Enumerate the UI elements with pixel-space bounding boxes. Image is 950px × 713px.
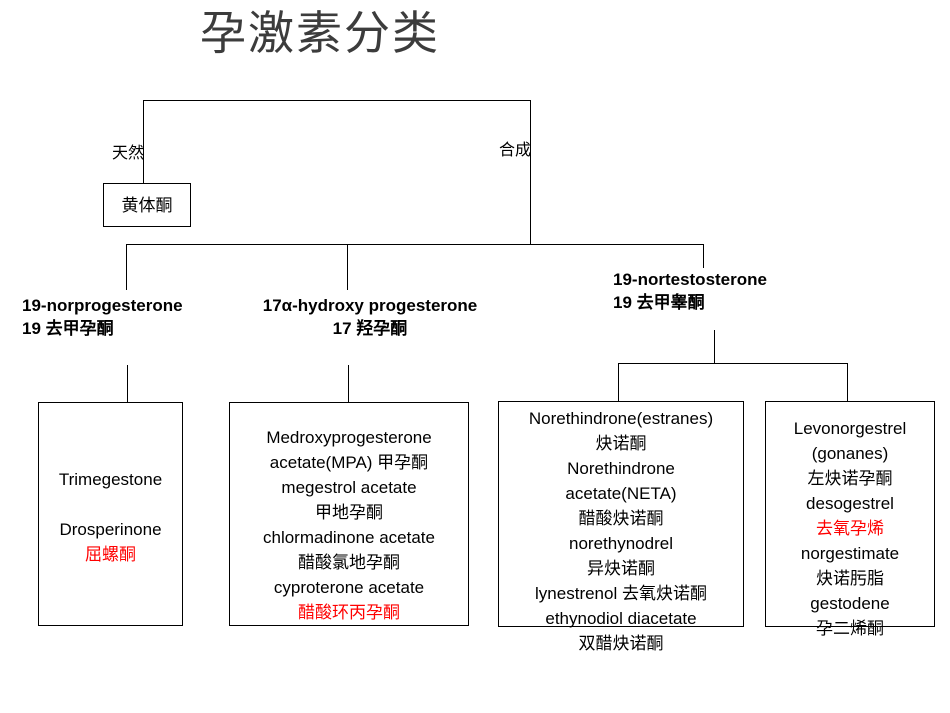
node-box-levonorgestrel-gonanes-drugs[interactable]: Levonorgestrel (gonanes) 左炔诺孕酮 desogestrel 去… [765,401,935,638]
category-label-19-nortestosterone-zh: 19 去甲睾酮 [613,293,705,312]
drug-line: acetate(MPA) 甲孕酮 [269,453,429,472]
drug-line: 去氧孕烯 [816,519,884,538]
drug-line: 双醋炔诺酮 [578,634,664,653]
connector-17a-hydroxy-vertical [347,244,348,290]
drug-line: 甲地孕酮 [315,503,383,522]
drug-line: 屈螺酮 [85,545,136,564]
drug-line: acetate(NETA) [565,484,677,503]
drug-line: norethynodrel [569,534,673,553]
drug-line: 醋酸炔诺酮 [578,509,664,528]
connector-synthetic-vertical [530,100,531,244]
drug-line: Levonorgestrel [793,419,907,438]
connector-nortestosterone-down-vertical [714,330,715,364]
category-label-17a-hydroxy-progesterone-en: 17α-hydroxy progesterone [262,296,478,315]
connector-norethindrone-vertical [618,363,619,401]
connector-nortestosterone-horizontal [618,363,848,364]
node-box-19-norprogesterone-drugs[interactable]: Trimegestone Drosperinone 屈螺酮 [38,402,183,626]
node-box-norethindrone-estranes-drugs[interactable]: Norethindrone(estranes) 炔诺酮 Norethindrone a… [498,401,744,653]
drug-line: Norethindrone [567,459,675,478]
node-box-17a-hydroxy-progesterone-drugs[interactable]: Medroxyprogesterone acetate(MPA) 甲孕酮 meges… [229,402,469,626]
category-label-17a-hydroxy-progesterone-zh: 17 羟孕酮 [332,319,408,338]
connector-natural-vertical [143,100,144,183]
category-label-17a-hydroxy-progesterone: 17α-hydroxy progesterone 17 羟孕酮 [232,294,508,340]
drug-line: 醋酸环丙孕酮 [298,603,400,622]
drug-line: desogestrel [806,494,894,513]
drug-line: chlormadinone acetate [262,528,435,547]
drug-line: Medroxyprogesterone [266,428,432,447]
drug-line: 异炔诺酮 [587,559,655,578]
connector-19-nortestosterone-vertical [703,244,704,268]
drug-line: 炔诺肟脂 [816,569,884,588]
drug-list-levonorgestrel-gonanes: Levonorgestrel (gonanes) 左炔诺孕酮 desogestrel 去… [766,402,934,641]
connector-17a-box-vertical [348,365,349,402]
drug-line: Norethindrone(estranes) [528,409,714,428]
drug-line: 醋酸氯地孕酮 [298,553,400,572]
drug-line: gestodene [810,594,890,613]
drug-line: 孕二烯酮 [816,619,884,638]
drug-line: Trimegestone [58,470,163,489]
drug-line: 左炔诺孕酮 [807,469,893,488]
category-label-19-norprogesterone-zh: 19 去甲孕酮 [22,319,114,338]
drug-line: ethynodiol diacetate [545,609,697,628]
drug-line: cyproterone acetate [273,578,425,597]
drug-line: lynestrenol 去氧炔诺酮 [535,584,707,603]
drug-list-17a-hydroxy-progesterone: Medroxyprogesterone acetate(MPA) 甲孕酮 meges… [230,403,468,625]
drug-list-19-norprogesterone: Trimegestone Drosperinone 屈螺酮 [39,403,182,567]
branch-label-natural: 天然 [112,145,145,162]
drug-line: megestrol acetate [281,478,417,497]
drug-line: norgestimate [800,544,900,563]
drug-line: (gonanes) [811,444,889,463]
page-title: 孕激素分类 [200,8,440,59]
connector-19-norprogesterone-vertical [126,244,127,290]
drug-list-norethindrone-estranes: Norethindrone(estranes) 炔诺酮 Norethindrone a… [499,402,743,656]
drug-line [39,492,182,517]
drug-line: Drosperinone [59,520,162,539]
node-box-progesterone-label: 黄体酮 [121,196,173,215]
connector-synthetic-horizontal [126,244,704,245]
node-box-progesterone-natural[interactable]: 黄体酮 [103,183,191,227]
connector-root-horizontal [143,100,531,101]
branch-label-synthetic: 合成 [499,142,532,159]
category-label-19-norprogesterone: 19-norprogesterone 19 去甲孕酮 [22,294,232,340]
category-label-19-nortestosterone: 19-nortestosterone 19 去甲睾酮 [613,268,853,314]
category-label-19-nortestosterone-en: 19-nortestosterone [613,270,767,289]
connector-levonorgestrel-vertical [847,363,848,401]
category-label-19-norprogesterone-en: 19-norprogesterone [22,296,183,315]
drug-line: 炔诺酮 [595,434,647,453]
connector-trimegestone-vertical [127,365,128,402]
